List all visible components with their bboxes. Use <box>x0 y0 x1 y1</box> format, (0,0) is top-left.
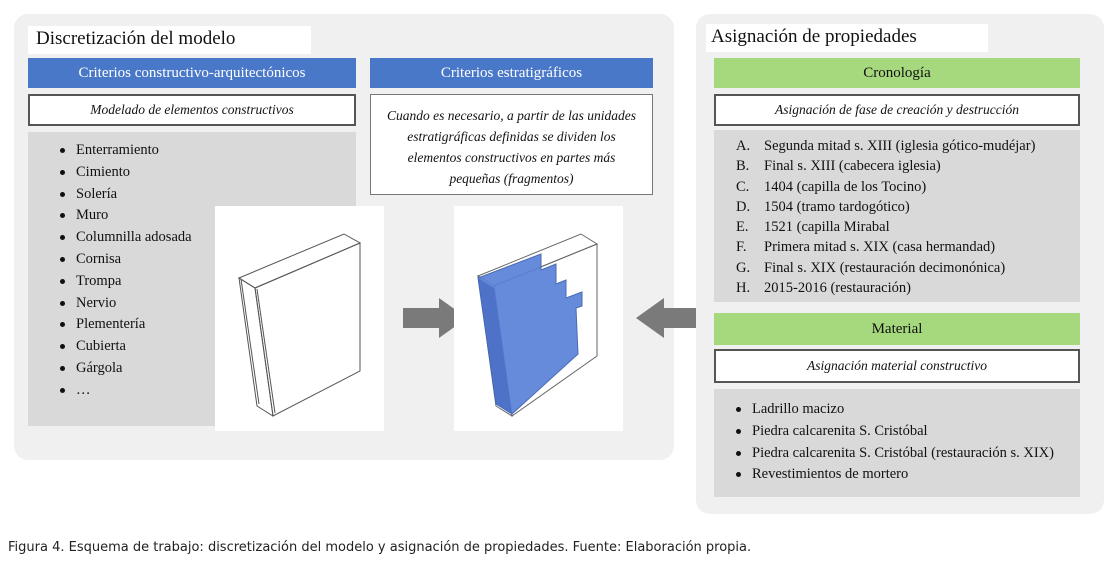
material-item: Ladrillo macizo <box>734 399 1080 421</box>
chronology-item-letter: G. <box>736 259 751 276</box>
stratigraphic-criteria-header: Criterios estratigráficos <box>370 58 653 88</box>
arrow-left-icon <box>636 298 700 338</box>
wall-wireframe <box>237 233 362 417</box>
constructive-element-item: Solería <box>58 184 356 206</box>
constructive-element-item: Enterramiento <box>58 140 356 162</box>
constructive-element-item: Trompa <box>58 271 356 293</box>
chronology-item-text: 1521 (capilla Mirabal <box>764 219 890 236</box>
constructive-element-item: Columnilla adosada <box>58 227 356 249</box>
chronology-item-letter: D. <box>736 198 751 215</box>
material-header: Material <box>714 313 1080 345</box>
property-assignment-title: Asignación de propiedades <box>706 24 988 52</box>
chronology-item: D. 1504 (tramo tardogótico) <box>736 197 1080 217</box>
chronology-item-text: 2015-2016 (restauración) <box>764 280 911 297</box>
chronology-item-text: Final s. XIII (cabecera iglesia) <box>764 158 941 175</box>
fragmented-wall-image <box>454 206 623 431</box>
material-item: Revestimientos de mortero <box>734 464 1080 486</box>
chronology-item: H. 2015-2016 (restauración) <box>736 278 1080 298</box>
material-item: Piedra calcarenita S. Cristóbal (restaur… <box>734 443 1080 465</box>
stratigraphic-criteria-text: Cuando es necesario, a partir de las uni… <box>370 94 653 195</box>
chronology-item-letter: A. <box>736 138 751 154</box>
constructive-element-item: Plementería <box>58 314 356 336</box>
constructive-criteria-header: Criterios constructivo-arquitectónicos <box>28 58 356 88</box>
chronology-header: Cronología <box>714 58 1080 88</box>
constructive-element-item: Cimiento <box>58 162 356 184</box>
chronology-item-text: Final s. XIX (restauración decimonónica) <box>764 259 1006 276</box>
arrow-right-icon <box>403 298 467 338</box>
chronology-item: C. 1404 (capilla de los Tocino) <box>736 177 1080 197</box>
constructive-element-item: Cubierta <box>58 336 356 358</box>
wall-model-image <box>215 206 384 431</box>
chronology-item-letter: C. <box>736 178 750 195</box>
constructive-element-item: Nervio <box>58 293 356 315</box>
chronology-item: A. Segunda mitad s. XIII (iglesia gótico-… <box>736 136 1080 156</box>
model-discretization-title: Discretización del modelo <box>28 26 311 54</box>
chronology-item-letter: E. <box>736 219 749 236</box>
constructive-element-item: Gárgola <box>58 358 356 380</box>
fragmented-wall-model <box>476 233 599 417</box>
chronology-item: B. Final s. XIII (cabecera iglesia) <box>736 156 1080 176</box>
chronology-list-box: A. Segunda mitad s. XIII (iglesia gótico-… <box>714 130 1080 302</box>
chronology-item-text: 1504 (tramo tardogótico) <box>764 198 910 215</box>
chronology-item: G. Final s. XIX (restauración decimonónic… <box>736 258 1080 278</box>
chronology-item-text: 1404 (capilla de los Tocino) <box>764 178 927 195</box>
chronology-subheader: Asignación de fase de creación y destruc… <box>714 94 1080 126</box>
chronology-item-letter: B. <box>736 158 750 175</box>
constructive-modeling-subheader: Modelado de elementos constructivos <box>28 94 356 126</box>
constructive-element-item: … <box>58 380 356 402</box>
chronology-item: E. 1521 (capilla Mirabal <box>736 217 1080 237</box>
chronology-item-text: Segunda mitad s. XIII (iglesia gótico-mu… <box>764 138 1036 154</box>
figure-caption: Figura 4. Esquema de trabajo: discretiza… <box>8 540 752 555</box>
chronology-item-letter: F. <box>736 239 747 256</box>
constructive-element-item: Cornisa <box>58 249 356 271</box>
chronology-item-text: Primera mitad s. XIX (casa hermandad) <box>764 239 996 256</box>
constructive-element-item: Muro <box>58 205 356 227</box>
chronology-item: F. Primera mitad s. XIX (casa hermandad) <box>736 237 1080 257</box>
chronology-list: A. Segunda mitad s. XIII (iglesia gótico-… <box>736 136 1080 298</box>
material-subheader: Asignación material constructivo <box>714 349 1080 383</box>
material-item: Piedra calcarenita S. Cristóbal <box>734 421 1080 443</box>
chronology-item-letter: H. <box>736 280 751 297</box>
